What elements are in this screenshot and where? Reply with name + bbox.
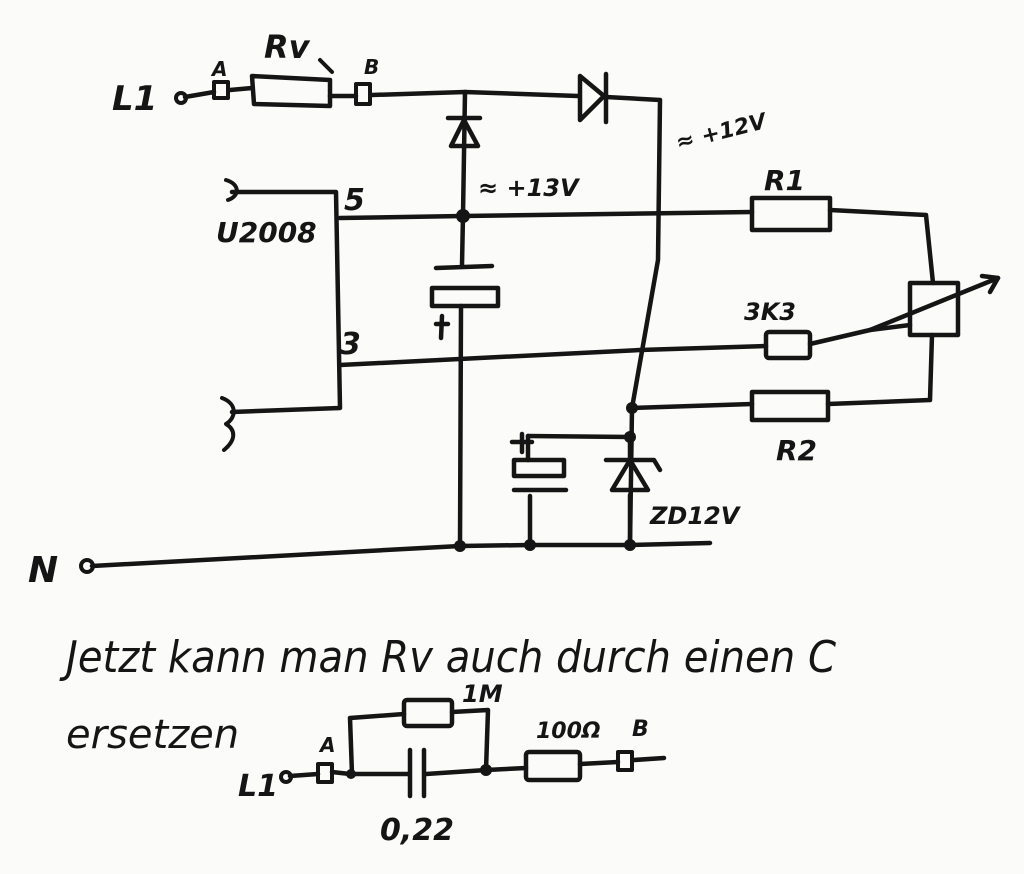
- label-pin3: 3: [340, 327, 361, 362]
- resistor-r1: [749, 195, 833, 233]
- label-a: A: [210, 57, 227, 81]
- note-line1: Jetzt kann man Rv auch durch einen C: [59, 632, 837, 683]
- lower-capacitor: [407, 747, 427, 799]
- lower-label-b: B: [632, 717, 649, 742]
- label-r2: R2: [776, 434, 817, 467]
- wires-upper: [89, 85, 936, 569]
- junction-neutral-3: [624, 539, 636, 551]
- label-12v: ≈ +12V: [673, 109, 770, 156]
- terminal-b-box: [354, 82, 372, 106]
- rv-tick: [318, 58, 334, 74]
- resistor-rv: [249, 73, 333, 109]
- lower-junction-left: [346, 769, 356, 779]
- lower-label-l1: L1: [238, 769, 278, 804]
- label-r1: R1: [764, 164, 805, 197]
- ic-break-top: [224, 178, 239, 202]
- capacitor-small: [509, 431, 569, 493]
- junction-zener-top: [624, 431, 636, 443]
- diode-vertical: [445, 115, 483, 149]
- label-b: B: [364, 55, 379, 79]
- label-zd12v: ZD12V: [649, 502, 742, 530]
- lower-resistor-1m: [401, 697, 455, 729]
- diode-series: [577, 71, 609, 125]
- label-l1: L1: [112, 79, 157, 119]
- resistor-3k3: [763, 329, 813, 361]
- lower-terminal-a-box: [316, 762, 334, 784]
- lower-label-1m: 1M: [462, 680, 503, 708]
- zener-diode: [603, 457, 663, 493]
- note-line2: ersetzen: [66, 712, 239, 758]
- lower-junction-right: [480, 764, 492, 776]
- label-13v: ≈ +13V: [478, 174, 581, 202]
- potentiometer: [867, 273, 1001, 338]
- lower-resistor-100r: [523, 749, 583, 783]
- wires-lower: [287, 707, 667, 779]
- lower-label-100r: 100Ω: [536, 719, 601, 744]
- junction-13v: [456, 209, 470, 223]
- lower-label-cap: 0,22: [380, 813, 454, 848]
- terminal-n-circle: [79, 558, 95, 574]
- junction-neutral-2: [524, 539, 536, 551]
- junction-r2: [626, 402, 638, 414]
- label-rv: Rv: [264, 28, 311, 66]
- label-pin5: 5: [344, 183, 365, 218]
- label-u2008: U2008: [216, 216, 317, 249]
- label-3k3: 3K3: [744, 298, 796, 326]
- lower-terminal-b-box: [616, 750, 634, 772]
- lower-label-a: A: [318, 733, 335, 757]
- resistor-r2: [749, 389, 831, 423]
- ic-break-bottom: [220, 396, 236, 452]
- junction-neutral-1: [454, 540, 466, 552]
- capacitor-main: [429, 263, 501, 341]
- lower-terminal-l1-circle: [279, 770, 293, 784]
- label-n: N: [28, 550, 58, 591]
- terminal-a-box: [212, 80, 230, 100]
- terminal-l1-circle: [174, 91, 188, 105]
